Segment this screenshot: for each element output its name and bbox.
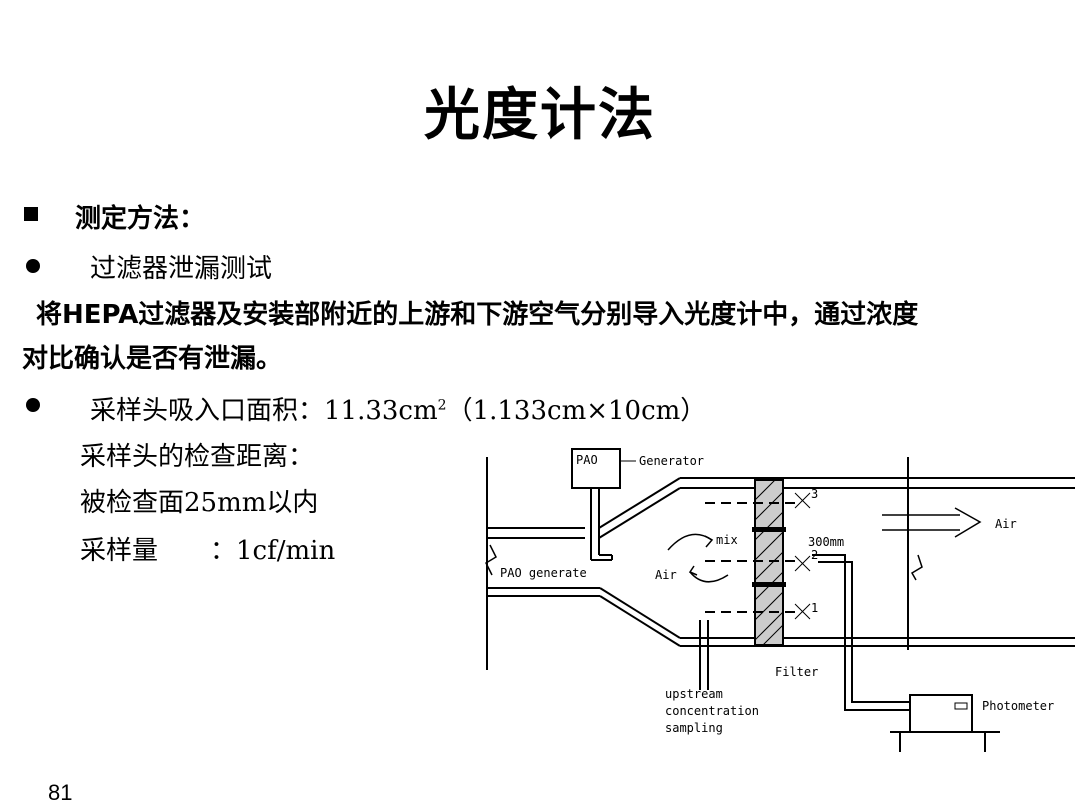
mix-arrow-lower (689, 571, 729, 583)
page-number: 81 (48, 780, 73, 805)
dot-bullet-icon (26, 398, 40, 412)
square-bullet-icon (24, 207, 38, 221)
pao-generator-box (571, 448, 621, 489)
label-mark-1: 1 (811, 601, 818, 615)
superscript: 2 (437, 397, 447, 414)
bullet-item-filter-leak-test: 过滤器泄漏测试 (90, 254, 273, 284)
label-concentration: concentration (665, 704, 759, 718)
dot-bullet-icon (26, 259, 40, 273)
label-mix: mix (716, 533, 738, 547)
sampling-distance-value: 被检查面25mm以内 (80, 488, 319, 518)
hepa-filter (754, 479, 784, 646)
sampling-volume: 采样量 ：1cf/min (80, 536, 336, 566)
label-photometer: Photometer (982, 699, 1054, 713)
label-pao-generate: PAO generate (500, 566, 587, 580)
air-out-arrow (882, 507, 982, 538)
label-dimension: 300mm (808, 535, 844, 549)
sampling-area-text: 采样头吸入口面积：11.33cm (90, 396, 438, 426)
sampling-distance-label: 采样头的检查距离： (80, 442, 315, 472)
section-heading: 测定方法： (75, 204, 206, 234)
label-filter: Filter (775, 665, 818, 679)
label-mark-3: 3 (811, 487, 818, 501)
photometer-box (909, 694, 973, 733)
label-air-right: Air (995, 517, 1017, 531)
bullet-item-sampling-area: 采样头吸入口面积：11.33cm2（1.133cm×10cm） (90, 390, 706, 427)
page-title: 光度计法 (424, 83, 656, 148)
sampling-area-dims: （1.133cm×10cm） (446, 396, 707, 426)
label-generator: Generator (639, 454, 704, 468)
description-line-1: 将HEPA过滤器及安装部附近的上游和下游空气分别导入光度计中，通过浓度 (36, 300, 919, 330)
label-mark-2: 2 (811, 548, 818, 562)
expansion-upper-wall (598, 477, 681, 529)
label-pao: PAO (576, 453, 598, 467)
label-sampling: sampling (665, 721, 723, 735)
expansion-lower-wall (599, 587, 681, 639)
label-upstream: upstream (665, 687, 723, 701)
label-air-left: Air (655, 568, 677, 582)
description-line-2: 对比确认是否有泄漏。 (22, 344, 283, 374)
